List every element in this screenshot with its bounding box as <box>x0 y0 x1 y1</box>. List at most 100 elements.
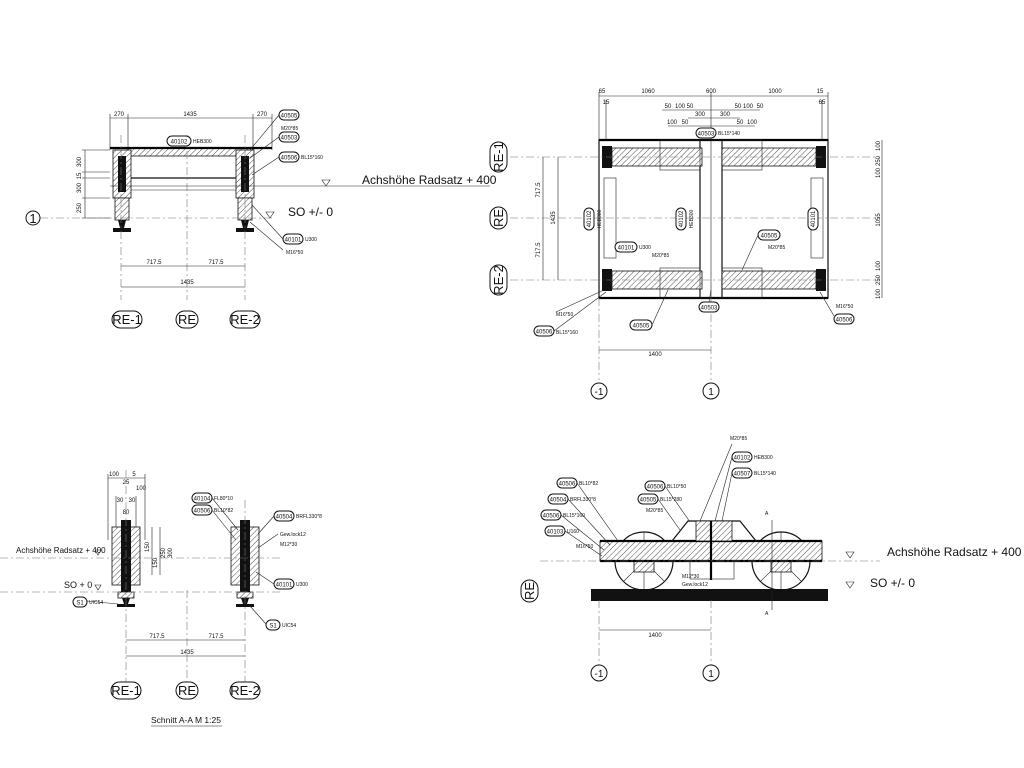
level-axle-label: Achshöhe Radsatz + 400 <box>887 545 1022 559</box>
svg-text:40506: 40506 <box>536 330 553 336</box>
dim-text: 100 <box>876 288 882 299</box>
side-view: A A Achshöhe Radsatz + 400 SO +/- 0 4050… <box>520 436 1022 682</box>
svg-text:BL15*160: BL15*160 <box>563 513 585 519</box>
dim-text: 250 <box>161 547 167 558</box>
svg-text:UIC54: UIC54 <box>89 600 103 606</box>
svg-text:40504: 40504 <box>276 515 293 521</box>
tag-40507: 40507 BL15*140 <box>731 467 776 479</box>
tag-40506-left: 40506 BL15*160 <box>533 325 578 337</box>
svg-text:HEB300: HEB300 <box>689 209 695 228</box>
tag-40103: 40103 U160 <box>544 525 579 537</box>
dim-text: 150 <box>153 557 159 568</box>
svg-text:RE: RE <box>178 312 196 327</box>
axis-bubble-re: RE <box>520 579 539 603</box>
axis-bubble-1: 1 <box>702 382 720 400</box>
svg-text:BL10*82: BL10*82 <box>579 481 598 487</box>
dim-text: 50 <box>682 120 689 126</box>
svg-text:HEB300: HEB300 <box>193 139 212 145</box>
dim-text: 100 <box>876 260 882 271</box>
svg-text:40101: 40101 <box>285 238 302 244</box>
axis-bubble-re: RE <box>489 206 508 230</box>
svg-text:40102: 40102 <box>587 210 593 227</box>
svg-text:FL80*10: FL80*10 <box>214 496 233 502</box>
dim-text: 65 <box>599 89 606 95</box>
svg-text:RE: RE <box>178 683 196 698</box>
dim-text: 5 <box>132 472 136 478</box>
svg-text:U300: U300 <box>305 237 317 243</box>
tag-40504: 40504 BRFL330*8 <box>547 493 596 505</box>
tag-40505: 40505 <box>757 229 781 241</box>
tag-s1-right: S1 UIC54 <box>265 619 296 631</box>
dim-text: 270 <box>257 112 268 118</box>
svg-text:40104: 40104 <box>194 497 211 503</box>
svg-text:S1: S1 <box>76 601 84 607</box>
tag-40101: 40101 U300 <box>282 233 317 245</box>
svg-text:RE-1: RE-1 <box>491 142 506 172</box>
svg-text:1: 1 <box>708 387 714 398</box>
tag-40101-vertical: 40101 <box>807 207 819 231</box>
svg-text:BRFL330*8: BRFL330*8 <box>570 497 596 503</box>
dim-text: 65 <box>819 100 826 106</box>
beam-heb300 <box>127 147 254 157</box>
svg-text:40503: 40503 <box>698 132 715 138</box>
svg-text:40101: 40101 <box>276 583 293 589</box>
dim-text: 1435 <box>551 211 557 225</box>
dim-text: 250 <box>876 274 882 285</box>
svg-text:RE: RE <box>491 209 506 227</box>
axis-bubble-re-2: RE-2 <box>489 264 508 296</box>
svg-text:BRFL330*8: BRFL330*8 <box>296 514 322 520</box>
dim-text: 270 <box>114 112 125 118</box>
note: M16*50 <box>286 250 303 256</box>
svg-text:RE-2: RE-2 <box>230 312 260 327</box>
section-caption: Schnitt A-A M 1:25 <box>151 715 221 725</box>
dim-text: 717.5 <box>208 634 224 640</box>
tag-40506: 40506 BL10*82 <box>191 504 233 516</box>
dim-text: 250 <box>876 155 882 166</box>
rail <box>591 589 828 601</box>
dim-text: 100 <box>675 104 686 110</box>
svg-text:RE-2: RE-2 <box>491 265 506 295</box>
dim-text: 600 <box>706 89 717 95</box>
svg-text:40507: 40507 <box>734 472 751 478</box>
dim-text: 80 <box>123 510 130 516</box>
dim-text: 300 <box>695 112 706 118</box>
dim-text: 15 <box>77 172 83 179</box>
dim-text: 100 <box>136 486 147 492</box>
dim-text: 1435 <box>180 650 194 656</box>
dim-text: 300 <box>720 112 731 118</box>
note: M20*85 <box>652 253 669 259</box>
svg-text:S1: S1 <box>269 624 277 630</box>
dim-text: 1435 <box>183 112 197 118</box>
note: M20*85 <box>281 126 298 132</box>
level-so-label: SO +/- 0 <box>870 576 915 590</box>
note: M16*50 <box>836 304 853 310</box>
tag-40506-right: 40506 <box>833 313 855 325</box>
dim-text: 1435 <box>180 280 194 286</box>
section-mark-a: A <box>765 511 769 517</box>
svg-text:RE-2: RE-2 <box>230 683 260 698</box>
note: M12*30 <box>682 574 699 580</box>
svg-text:40506: 40506 <box>281 156 298 162</box>
tag-40102-vertical-center: 40102 HEB300 <box>675 207 695 231</box>
level-so-label: SO + 0 <box>64 580 92 590</box>
dim-text: 717.5 <box>146 260 162 266</box>
svg-text:HEB300: HEB300 <box>754 455 773 461</box>
tag-40506-c: 40506 BL10*50 <box>644 480 686 492</box>
tag-40503: 40503 <box>278 131 300 143</box>
dim-text: 1055 <box>876 213 882 227</box>
svg-text:40506: 40506 <box>647 485 664 491</box>
svg-text:BL10*50: BL10*50 <box>667 484 686 490</box>
svg-text:40505: 40505 <box>640 498 657 504</box>
svg-text:40505: 40505 <box>761 234 778 240</box>
axis-bubble-1: 1 <box>25 210 41 226</box>
svg-text:RE-1: RE-1 <box>112 312 142 327</box>
svg-text:1: 1 <box>708 669 714 680</box>
svg-text:40102: 40102 <box>734 456 751 462</box>
svg-text:40505: 40505 <box>633 324 650 330</box>
tag-40504: 40504 BRFL330*8 <box>273 510 322 522</box>
svg-text:40503: 40503 <box>281 136 298 142</box>
tag-40506: 40506 BL10*82 <box>556 477 598 489</box>
axis-bubble-re: RE <box>175 310 199 329</box>
